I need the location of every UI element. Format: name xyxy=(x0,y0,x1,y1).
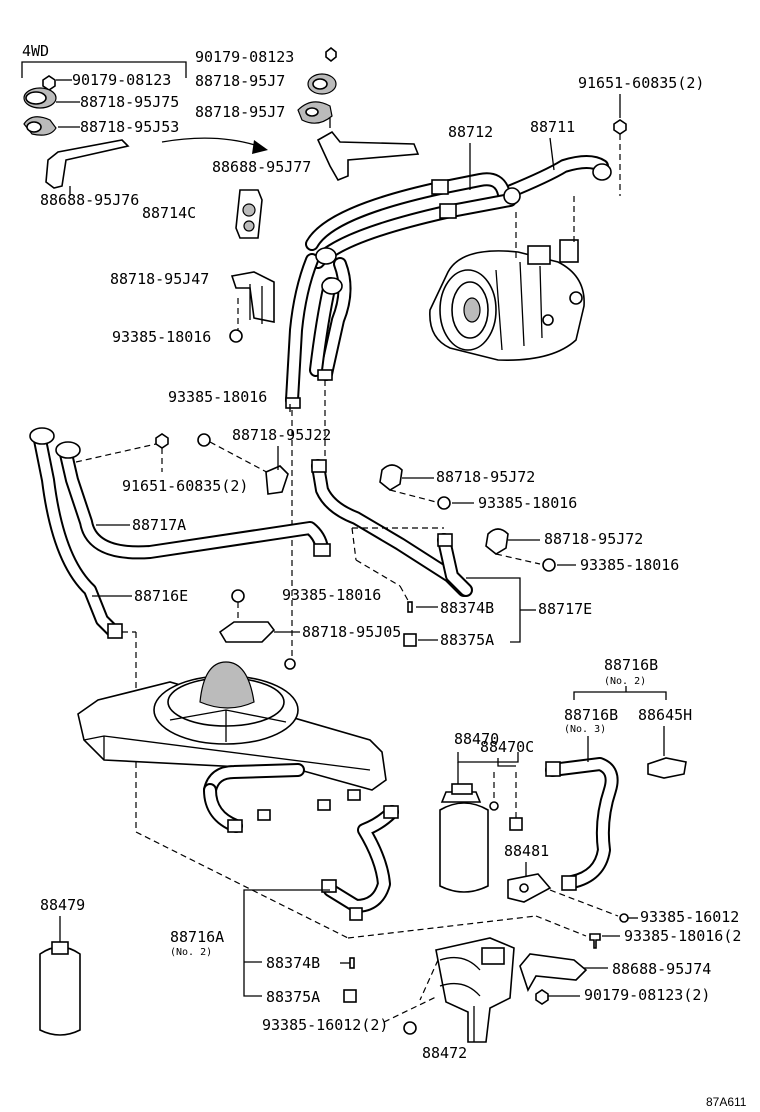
bolt-right-a-icon xyxy=(619,913,629,923)
label-91651-60835-top: 91651-60835(2) xyxy=(578,74,704,92)
label-88714c: 88714C xyxy=(142,204,196,222)
label-88718-95j47: 88718-95J47 xyxy=(110,270,209,288)
label-88481: 88481 xyxy=(504,842,549,860)
label-88716b-no3: 88716B xyxy=(564,706,618,724)
bolt-s-c-icon xyxy=(437,496,451,510)
bolt-mid-icon xyxy=(155,433,169,449)
label-93385-18016-b: 93385-18016 xyxy=(168,388,267,406)
label-88717a: 88717A xyxy=(132,516,186,534)
cushion-clamp-top-a-icon xyxy=(307,73,337,95)
group-4wd: 4WD 90179-08123 88718-95J75 88718-95J53 … xyxy=(21,42,268,209)
label-88716e: 88716E xyxy=(134,587,188,605)
nut-4wd-icon xyxy=(42,75,56,91)
label-88718-95j72-b: 88718-95J72 xyxy=(544,530,643,548)
label-88375a-low: 88375A xyxy=(266,988,320,1006)
cushion-clamp-95j53-icon xyxy=(23,116,57,136)
bolt-right-b-icon xyxy=(589,933,601,949)
label-88716b-no2: 88716B xyxy=(604,656,658,674)
label-88470c: 88470C xyxy=(480,738,534,756)
label-91651-60835-mid: 91651-60835(2) xyxy=(122,477,248,495)
label-88716b-no3-sub: (No. 3) xyxy=(564,724,606,735)
receiver-dryer-88479: 88479 xyxy=(39,896,85,1036)
pipe-88717a: 88717A xyxy=(55,441,331,560)
label-88718-95j72-a: 88718-95J72 xyxy=(436,468,535,486)
label-88718-95j7-a: 88718-95J7 xyxy=(195,72,285,90)
label-93385-18016-e: 93385-18016 xyxy=(282,586,381,604)
label-88718-95j05: 88718-95J05 xyxy=(302,623,401,641)
bracket-95j77-icon xyxy=(316,130,420,182)
cap-88375a-low-icon xyxy=(343,989,357,1003)
label-88645h: 88645H xyxy=(638,706,692,724)
bolt-s-d-icon xyxy=(542,558,556,572)
label-88716a: 88716A xyxy=(170,928,224,946)
label-90179-08123-top: 90179-08123 xyxy=(195,48,294,66)
label-88716b-no2-sub: (No. 2) xyxy=(604,676,646,687)
label-88711: 88711 xyxy=(530,118,575,136)
label-93385-18016-a: 93385-18016 xyxy=(112,328,211,346)
label-88718-95j7-b: 88718-95J7 xyxy=(195,103,285,121)
label-88718-95j22: 88718-95J22 xyxy=(232,426,331,444)
label-93385-16012-low: 93385-16012(2) xyxy=(262,1016,388,1034)
bolt-s-a-icon xyxy=(229,329,243,343)
label-93385-16012-right: 93385-16012 xyxy=(640,908,739,926)
clamp-95j72-b: 88718-95J72 93385-18016 xyxy=(485,528,679,574)
clamp-95j72-a: 88718-95J72 93385-18016 xyxy=(379,464,577,512)
pressure-switch-88645h-icon xyxy=(647,757,687,779)
pipe-88716e: 88716E xyxy=(29,427,188,832)
bolt-s-low-icon xyxy=(403,1021,417,1035)
o-ring-88374b-mid-icon xyxy=(407,601,413,613)
bolt-s-e-icon xyxy=(231,589,245,603)
clip-88714c: 88714C xyxy=(142,189,263,239)
label-88712: 88712 xyxy=(448,123,493,141)
label-93385-18016-d: 93385-18016 xyxy=(580,556,679,574)
bracket-95j74: 88688-95J74 90179-08123(2) xyxy=(519,953,711,1005)
receiver-88470: 88470 88470C xyxy=(439,730,534,893)
arrow-icon xyxy=(252,140,268,154)
cushion-clamp-95j75-icon xyxy=(23,87,57,109)
bracket-95j76-icon xyxy=(45,139,130,189)
label-88718-95j53: 88718-95J53 xyxy=(80,118,179,136)
clamp-95j05-icon xyxy=(218,621,276,643)
cushion-clamp-top-b-icon xyxy=(297,101,333,124)
pipes-center xyxy=(285,247,352,660)
cap-88375a-mid-icon xyxy=(403,633,417,647)
pipe-88716a: 88716A (No. 2) 88374B 88375A xyxy=(135,805,537,1006)
clamp-95j22-icon xyxy=(265,465,289,495)
bolt-top-right-icon xyxy=(613,119,627,135)
label-88375a-mid: 88375A xyxy=(440,631,494,649)
label-93385-18016-c: 93385-18016 xyxy=(478,494,577,512)
label-88688-95j74: 88688-95J74 xyxy=(612,960,711,978)
bracket-88472: 88472 xyxy=(419,937,515,1062)
label-88470: 88470 xyxy=(454,730,499,748)
group-top-center: 90179-08123 88718-95J7 88718-95J7 88688-… xyxy=(195,46,420,182)
label-90179-08123-4wd: 90179-08123 xyxy=(72,71,171,89)
nut-top-icon xyxy=(325,46,337,63)
label-88716a-no2: (No. 2) xyxy=(170,947,212,958)
ac-compressor xyxy=(429,239,585,361)
label-93385-18016-right: 93385-18016(2 xyxy=(624,927,741,945)
label-88688-95j77: 88688-95J77 xyxy=(212,158,311,176)
pipe-88717e: 88717E xyxy=(311,459,592,643)
hose-88711: 88711 xyxy=(497,118,612,201)
pipe-88716b: 88716B (No. 2) 88716B (No. 3) 88645H xyxy=(545,656,692,891)
label-88472: 88472 xyxy=(422,1044,467,1062)
label-88717e: 88717E xyxy=(538,600,592,618)
label-88718-95j75: 88718-95J75 xyxy=(80,93,179,111)
label-90179-08123-low: 90179-08123(2) xyxy=(584,986,710,1004)
label-88374b-low: 88374B xyxy=(266,954,320,972)
nut-95j74-icon xyxy=(535,989,549,1005)
expansion-valve-88481: 88481 xyxy=(504,842,619,917)
label-88688-95j76: 88688-95J76 xyxy=(40,191,139,209)
o-ring-88374b-low-icon xyxy=(349,957,355,969)
figure-code: 87A611 xyxy=(706,1095,747,1109)
condenser-radiator xyxy=(77,658,387,833)
bolt-s-b-icon xyxy=(197,433,211,447)
clamp-95j47: 88718-95J47 93385-18016 xyxy=(110,270,275,346)
label-88479: 88479 xyxy=(40,896,85,914)
label-88374b-mid: 88374B xyxy=(440,599,494,617)
label-4wd: 4WD xyxy=(22,42,49,60)
